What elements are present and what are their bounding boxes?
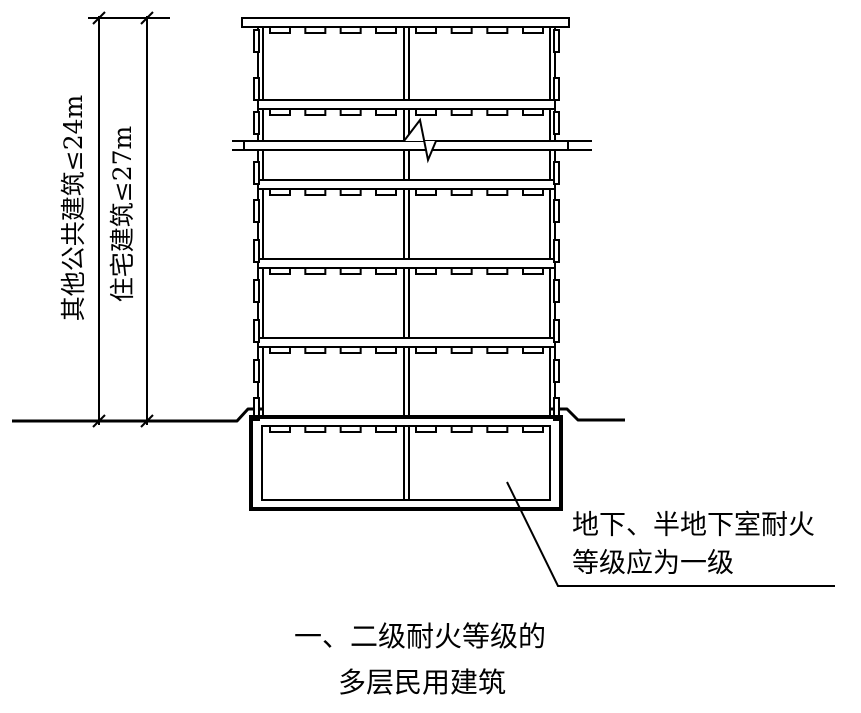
beam-drop	[269, 109, 291, 116]
column-rib	[253, 239, 260, 263]
basement	[249, 415, 563, 511]
beam-drop	[375, 268, 397, 275]
basement-note-line2: 等级应为一级	[572, 548, 734, 579]
column-rib	[553, 397, 560, 421]
beam-drop	[339, 426, 362, 433]
beam-drop	[522, 189, 544, 196]
column-rib	[253, 397, 260, 421]
caption-line2: 多层民用建筑	[338, 666, 506, 699]
roof-slab	[241, 17, 570, 28]
beam-drop	[415, 347, 437, 354]
beam-drop	[450, 347, 473, 354]
column-rib	[253, 279, 260, 303]
beam-drop	[486, 189, 509, 196]
basement-note-line1: 地下、半地下室耐火	[572, 510, 815, 541]
beam-drop	[304, 109, 327, 116]
beam-drop	[486, 268, 509, 275]
beam-drop	[375, 109, 397, 116]
column-ribs	[253, 29, 560, 421]
beam-drop	[415, 27, 437, 34]
column-rib	[553, 239, 560, 263]
beam-drop	[375, 27, 397, 34]
beam-drop	[375, 347, 397, 354]
beam-drop	[450, 27, 473, 34]
beam-drop	[339, 268, 362, 275]
column-rib	[253, 359, 260, 383]
beam-drop	[304, 426, 327, 433]
beam-drop	[522, 347, 544, 354]
beam-drop	[450, 109, 473, 116]
column-rib	[553, 77, 560, 101]
caption-line1: 一、二级耐火等级的	[294, 620, 546, 653]
column-rib	[253, 29, 260, 53]
beam-drop	[269, 27, 291, 34]
column-rib	[553, 161, 560, 185]
beam-drop	[415, 426, 437, 433]
column-rib	[553, 319, 560, 343]
beam-drop	[339, 109, 362, 116]
beam-drop	[450, 268, 473, 275]
beam-drop	[486, 426, 509, 433]
beam-drop	[450, 189, 473, 196]
column-rib	[553, 199, 560, 223]
floor-slab	[257, 99, 556, 110]
beam-drop	[415, 189, 437, 196]
beam-drop	[486, 27, 509, 34]
dimension-lines	[88, 11, 170, 428]
floor-slabs	[257, 27, 556, 433]
beam-drop	[269, 426, 291, 433]
beam-drop	[522, 268, 544, 275]
break-line	[232, 117, 592, 164]
dimension-label-residential: 住宅建筑≤27m	[108, 125, 137, 302]
beam-drop	[415, 268, 437, 275]
beam-drop	[304, 347, 327, 354]
floor-slab	[257, 258, 556, 269]
column-rib	[253, 199, 260, 223]
beam-drop	[339, 347, 362, 354]
beam-drop	[415, 109, 437, 116]
column-rib	[253, 77, 260, 101]
beam-drop	[339, 189, 362, 196]
column-rib	[553, 111, 560, 135]
columns	[257, 27, 556, 416]
floor-slab	[257, 179, 556, 190]
column-rib	[253, 319, 260, 343]
beam-drop	[522, 109, 544, 116]
column-rib	[553, 279, 560, 303]
beam-drop	[486, 109, 509, 116]
beam-drop	[269, 268, 291, 275]
column-rib	[253, 111, 260, 135]
floor-slab	[257, 337, 556, 348]
beam-drop	[522, 27, 544, 34]
column-rib	[553, 29, 560, 53]
column-rib	[553, 359, 560, 383]
beam-drop	[486, 347, 509, 354]
column-rib	[253, 161, 260, 185]
beam-drop	[375, 426, 397, 433]
beam-drop	[304, 189, 327, 196]
dimension-label-public: 其他公共建筑≤24m	[59, 94, 88, 321]
beam-drop	[269, 347, 291, 354]
beam-drop	[339, 27, 362, 34]
beam-drop	[450, 426, 473, 433]
beam-drop	[269, 189, 291, 196]
beam-drop	[522, 426, 544, 433]
beam-drop	[375, 189, 397, 196]
beam-drop	[304, 27, 327, 34]
leader-line	[506, 481, 835, 587]
beam-drop	[304, 268, 327, 275]
